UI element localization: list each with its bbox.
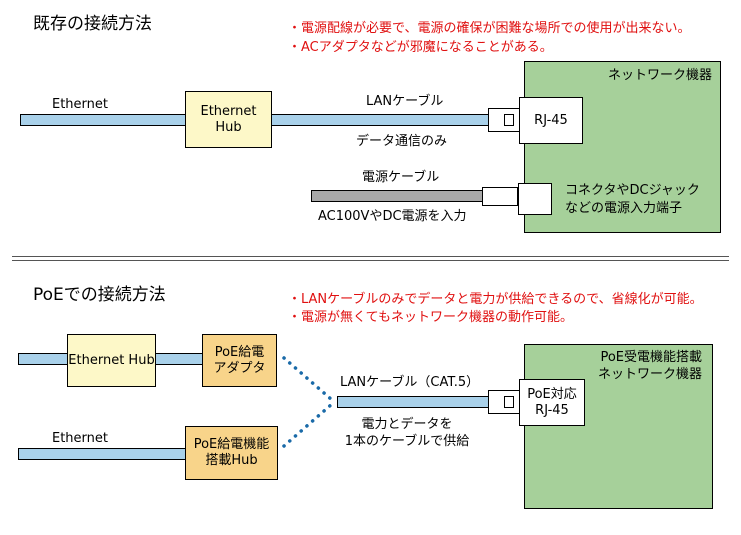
bottom-lower-ethernet-cable (18, 448, 186, 460)
bottom-ethernet-label: Ethernet (52, 431, 108, 446)
bottom-supply-label-2: 1本のケーブルで供給 (344, 434, 470, 449)
bottom-lan-cable-label: LANケーブル（CAT.5） (340, 375, 480, 390)
bottom-ethernet-hub-label: Ethernet Hub (68, 352, 155, 368)
poe-hub: PoE給電機能 搭載Hub (185, 426, 278, 480)
bottom-lan-plug-tab (504, 396, 514, 408)
poe-adapter: PoE給電 アダプタ (202, 334, 277, 387)
top-ethernet-hub: Ethernet Hub (185, 91, 272, 148)
bottom-hub-to-adapter-cable (155, 353, 203, 365)
top-lan-plug-tab (504, 114, 514, 126)
top-section-title: 既存の接続方法 (33, 14, 152, 34)
top-lan-plug (488, 108, 521, 132)
poe-device-label-2: ネットワーク機器 (597, 367, 702, 382)
poe-port-label-1: PoE対応 (527, 386, 577, 402)
section-divider-2 (12, 260, 729, 261)
poe-hub-label-1: PoE給電機能 (193, 437, 270, 452)
poe-hub-label-2: 搭載Hub (205, 453, 258, 468)
top-power-terminal-label-1: コネクタやDCジャック (565, 183, 700, 198)
bottom-upper-ethernet-cable (18, 353, 68, 365)
bottom-section-title: PoEでの接続方法 (33, 285, 166, 305)
poe-rj45-port: PoE対応 RJ-45 (519, 379, 585, 426)
section-divider-1 (12, 256, 729, 257)
bottom-note-2: ・電源が無くてもネットワーク機器の動作可能。 (288, 310, 573, 325)
bottom-lan-cable (337, 396, 489, 408)
top-power-input-label: AC100VやDC電源を入力 (318, 209, 467, 224)
network-device-box: ネットワーク機器 (524, 61, 721, 233)
top-rj45-label: RJ-45 (534, 112, 568, 128)
network-device-label: ネットワーク機器 (607, 68, 712, 83)
bottom-ethernet-hub: Ethernet Hub (67, 334, 156, 387)
top-lan-cable-label: LANケーブル (366, 94, 444, 109)
poe-network-device-box: PoE受電機能搭載 ネットワーク機器 (524, 344, 713, 509)
bottom-note-1: ・LANケーブルのみでデータと電力が供給できるので、省線化が可能。 (288, 292, 703, 307)
top-ethernet-hub-label: Ethernet Hub (200, 103, 257, 135)
poe-adapter-label-1: PoE給電 (214, 344, 265, 360)
poe-port-label-2: RJ-45 (535, 402, 569, 418)
top-power-cable-label: 電源ケーブル (362, 170, 440, 185)
top-power-terminal (518, 183, 552, 215)
top-lan-cable (271, 114, 489, 126)
top-power-terminal-label-2: などの電源入力端子 (565, 201, 683, 216)
top-ethernet-cable (20, 114, 186, 126)
poe-device-label-1: PoE受電機能搭載 (600, 350, 702, 365)
top-ethernet-label: Ethernet (52, 97, 108, 112)
top-note-1: ・電源配線が必要で、電源の確保が困難な場所での使用が出来ない。 (288, 21, 691, 36)
top-note-2: ・ACアダプタなどが邪魔になることがある。 (288, 40, 553, 55)
top-power-plug (482, 187, 518, 206)
dotted-connector-lines (282, 356, 334, 448)
top-power-cable (311, 190, 483, 202)
poe-adapter-label-2: アダプタ (213, 360, 266, 376)
top-data-only-label: データ通信のみ (356, 134, 448, 149)
top-rj45-port: RJ-45 (519, 97, 583, 144)
bottom-supply-label-1: 電力とデータを (361, 417, 453, 432)
